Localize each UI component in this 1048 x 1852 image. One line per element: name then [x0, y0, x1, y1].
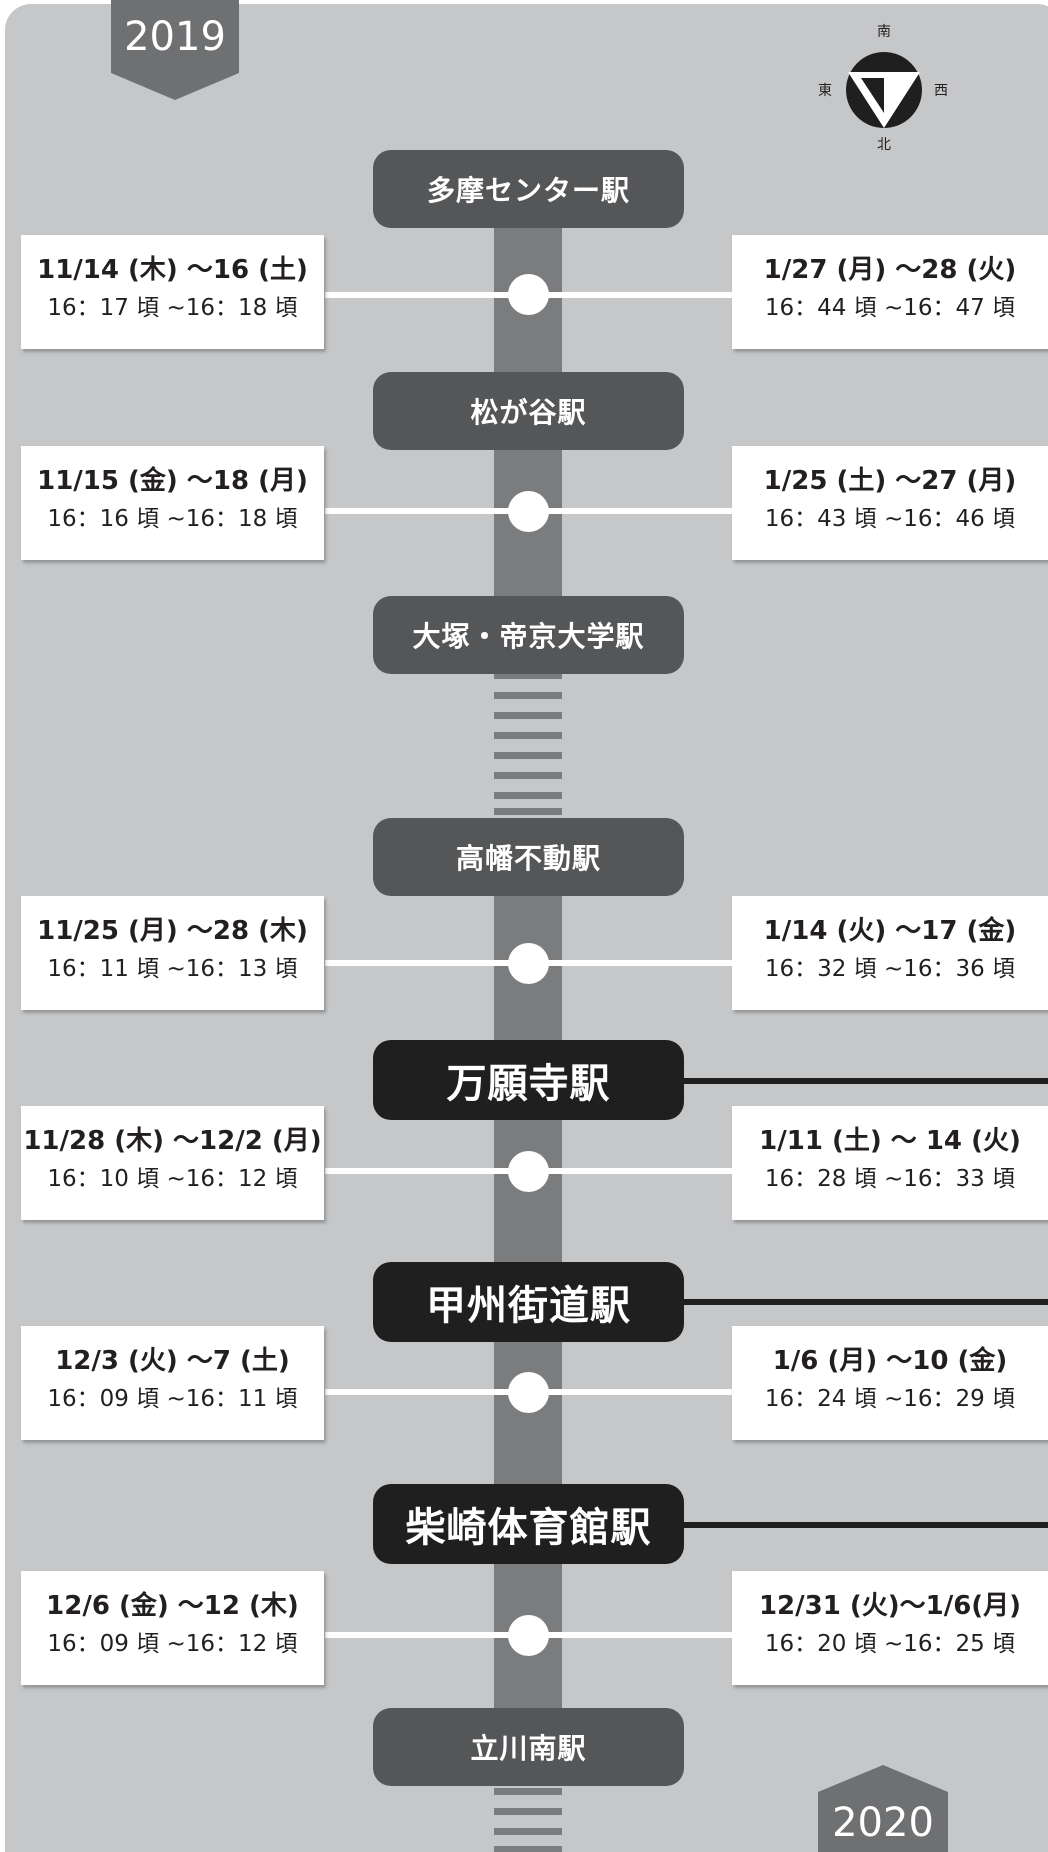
card-dates: 11/14 (木) ～16 (土): [37, 255, 308, 285]
compass-south-label: 南: [877, 24, 891, 40]
card-times: 16：44 頃 ~16：47 頃: [764, 295, 1016, 321]
compass-north-label: 北: [877, 137, 891, 153]
card-dates: 1/25 (土) ～27 (月): [763, 466, 1017, 496]
card-times: 16：20 頃 ~16：25 頃: [764, 1631, 1016, 1657]
card-dates: 1/27 (月) ～28 (火): [763, 255, 1017, 285]
branch-line: [683, 1522, 1048, 1528]
schedule-card-right: 1/27 (月) ～28 (火) 16：44 頃 ~16：47 頃: [732, 235, 1048, 349]
card-dates: 11/15 (金) ～18 (月): [37, 466, 308, 496]
rail-track-dash: [494, 792, 562, 799]
rail-track-dash: [494, 692, 562, 699]
card-dates: 1/11 (土) ～ 14 (火): [759, 1126, 1021, 1156]
station-takahata-fudo: 高幡不動駅: [373, 818, 684, 896]
schedule-card-right: 12/31 (火)～1/6(月) 16：20 頃 ~16：25 頃: [732, 1571, 1048, 1685]
timeline-dot: [508, 274, 549, 315]
timeline-dot: [508, 1151, 549, 1192]
branch-line: [683, 1299, 1048, 1305]
station-otsuka-teikyo: 大塚・帝京大学駅: [373, 596, 684, 674]
timeline-dot: [508, 491, 549, 532]
branch-line: [683, 1078, 1048, 1084]
compass-west-label: 西: [934, 83, 948, 99]
card-times: 16：11 頃 ~16：13 頃: [47, 956, 298, 982]
rail-track-dash: [494, 808, 562, 815]
schedule-card-right: 1/6 (月) ～10 (金) 16：24 頃 ~16：29 頃: [732, 1326, 1048, 1440]
rail-track-dash: [494, 1808, 562, 1815]
card-dates: 12/31 (火)～1/6(月): [758, 1591, 1022, 1621]
card-dates: 12/3 (火) ～7 (土): [55, 1346, 290, 1376]
schedule-card-right: 1/25 (土) ～27 (月) 16：43 頃 ~16：46 頃: [732, 446, 1048, 560]
card-times: 16：16 頃 ~16：18 頃: [47, 506, 298, 532]
rail-track-dash: [494, 772, 562, 779]
rail-track-dash: [494, 732, 562, 739]
card-dates: 1/14 (火) ～17 (金): [763, 916, 1017, 946]
card-times: 16：24 頃 ~16：29 頃: [764, 1386, 1016, 1412]
timeline-dot: [508, 1372, 549, 1413]
rail-track-dash: [494, 1788, 562, 1795]
year-start-pointer: [111, 73, 239, 100]
compass-icon: [844, 50, 924, 130]
schedule-card-left: 11/15 (金) ～18 (月) 16：16 頃 ~16：18 頃: [21, 446, 324, 560]
station-matsugaya: 松が谷駅: [373, 372, 684, 450]
card-times: 16：43 頃 ~16：46 頃: [764, 506, 1016, 532]
schedule-card-left: 11/25 (月) ～28 (木) 16：11 頃 ~16：13 頃: [21, 896, 324, 1010]
station-tachikawa-minami: 立川南駅: [373, 1708, 684, 1786]
station-koshu-kaido: 甲州街道駅: [373, 1262, 684, 1342]
timeline-dot: [508, 1615, 549, 1656]
card-times: 16：28 頃 ~16：33 頃: [764, 1166, 1016, 1192]
schedule-card-left: 11/14 (木) ～16 (土) 16：17 頃 ~16：18 頃: [21, 235, 324, 349]
schedule-card-right: 1/14 (火) ～17 (金) 16：32 頃 ~16：36 頃: [732, 896, 1048, 1010]
station-manganji: 万願寺駅: [373, 1040, 684, 1120]
station-tama-center: 多摩センター駅: [373, 150, 684, 228]
schedule-card-right: 1/11 (土) ～ 14 (火) 16：28 頃 ~16：33 頃: [732, 1106, 1048, 1220]
rail-track-dash: [494, 672, 562, 679]
rail-track-dash: [494, 1846, 562, 1852]
rail-track-dash: [494, 1828, 562, 1835]
rail-track-dash: [494, 752, 562, 759]
year-end-label: 2020: [818, 1792, 948, 1852]
card-dates: 11/28 (木) ～12/2 (月): [23, 1126, 322, 1156]
card-times: 16：09 頃 ~16：12 頃: [47, 1631, 298, 1657]
schedule-card-left: 12/3 (火) ～7 (土) 16：09 頃 ~16：11 頃: [21, 1326, 324, 1440]
card-times: 16：10 頃 ~16：12 頃: [47, 1166, 298, 1192]
timeline-dot: [508, 943, 549, 984]
card-dates: 1/6 (月) ～10 (金): [772, 1346, 1008, 1376]
schedule-card-left: 11/28 (木) ～12/2 (月) 16：10 頃 ~16：12 頃: [21, 1106, 324, 1220]
station-shibasaki-taiikukan: 柴崎体育館駅: [373, 1484, 684, 1564]
card-times: 16：17 頃 ~16：18 頃: [47, 295, 298, 321]
compass-east-label: 東: [818, 83, 832, 99]
schedule-card-left: 12/6 (金) ～12 (木) 16：09 頃 ~16：12 頃: [21, 1571, 324, 1685]
year-end-pointer: [818, 1765, 948, 1792]
card-dates: 12/6 (金) ～12 (木): [46, 1591, 299, 1621]
card-dates: 11/25 (月) ～28 (木): [37, 916, 308, 946]
rail-track-dash: [494, 712, 562, 719]
card-times: 16：09 頃 ~16：11 頃: [47, 1386, 298, 1412]
card-times: 16：32 頃 ~16：36 頃: [764, 956, 1016, 982]
year-start-label: 2019: [111, 0, 239, 73]
